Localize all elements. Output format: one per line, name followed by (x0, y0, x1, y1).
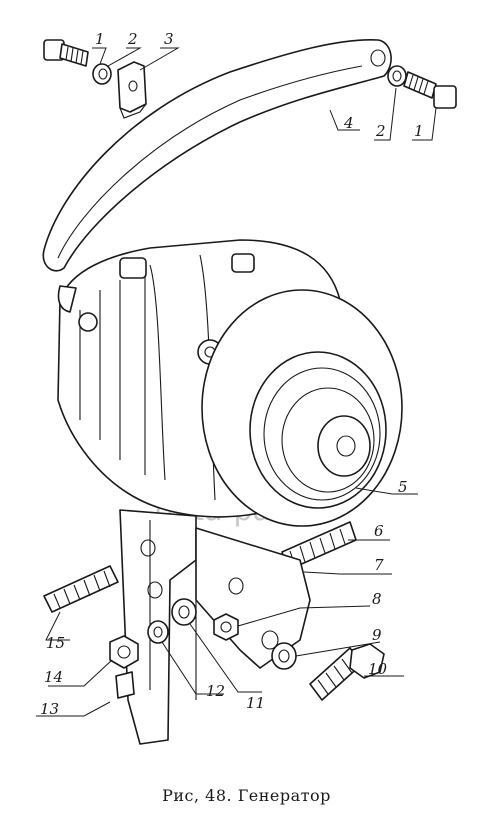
label-13: 13 (40, 700, 59, 718)
label-4: 4 (343, 114, 354, 132)
label-12: 12 (206, 682, 225, 700)
pulley (201, 289, 403, 527)
washer-11 (171, 598, 197, 626)
bolt-bottom-right (309, 643, 385, 701)
label-1-left: 1 (95, 30, 105, 48)
label-6: 6 (374, 522, 384, 540)
label-11: 11 (246, 694, 265, 712)
bolt-top-left (43, 39, 89, 67)
label-5: 5 (398, 478, 408, 496)
leader-lines (36, 47, 437, 717)
label-2-right: 2 (375, 122, 386, 140)
washer-top-right (387, 65, 407, 87)
stud-left (43, 565, 119, 613)
washer-9 (271, 642, 297, 670)
nut-right (213, 613, 239, 641)
part-labels: 1 2 3 4 2 1 5 6 7 8 9 10 11 12 13 14 15 (40, 30, 424, 718)
bolt-top-right (403, 71, 457, 109)
label-2-left: 2 (127, 30, 138, 48)
label-7: 7 (374, 556, 384, 574)
washer-12 (147, 620, 169, 644)
label-1-right: 1 (414, 122, 424, 140)
nut-left (109, 635, 139, 669)
label-3: 3 (164, 30, 174, 48)
washer-top-left (92, 63, 112, 85)
label-15: 15 (46, 634, 65, 652)
label-14: 14 (44, 668, 63, 686)
label-8: 8 (372, 590, 382, 608)
tension-strap (42, 39, 392, 272)
label-9: 9 (372, 626, 382, 644)
label-10: 10 (368, 660, 388, 678)
figure-caption: Рис, 48. Генератор (162, 786, 331, 805)
bracket-plate (117, 61, 147, 119)
